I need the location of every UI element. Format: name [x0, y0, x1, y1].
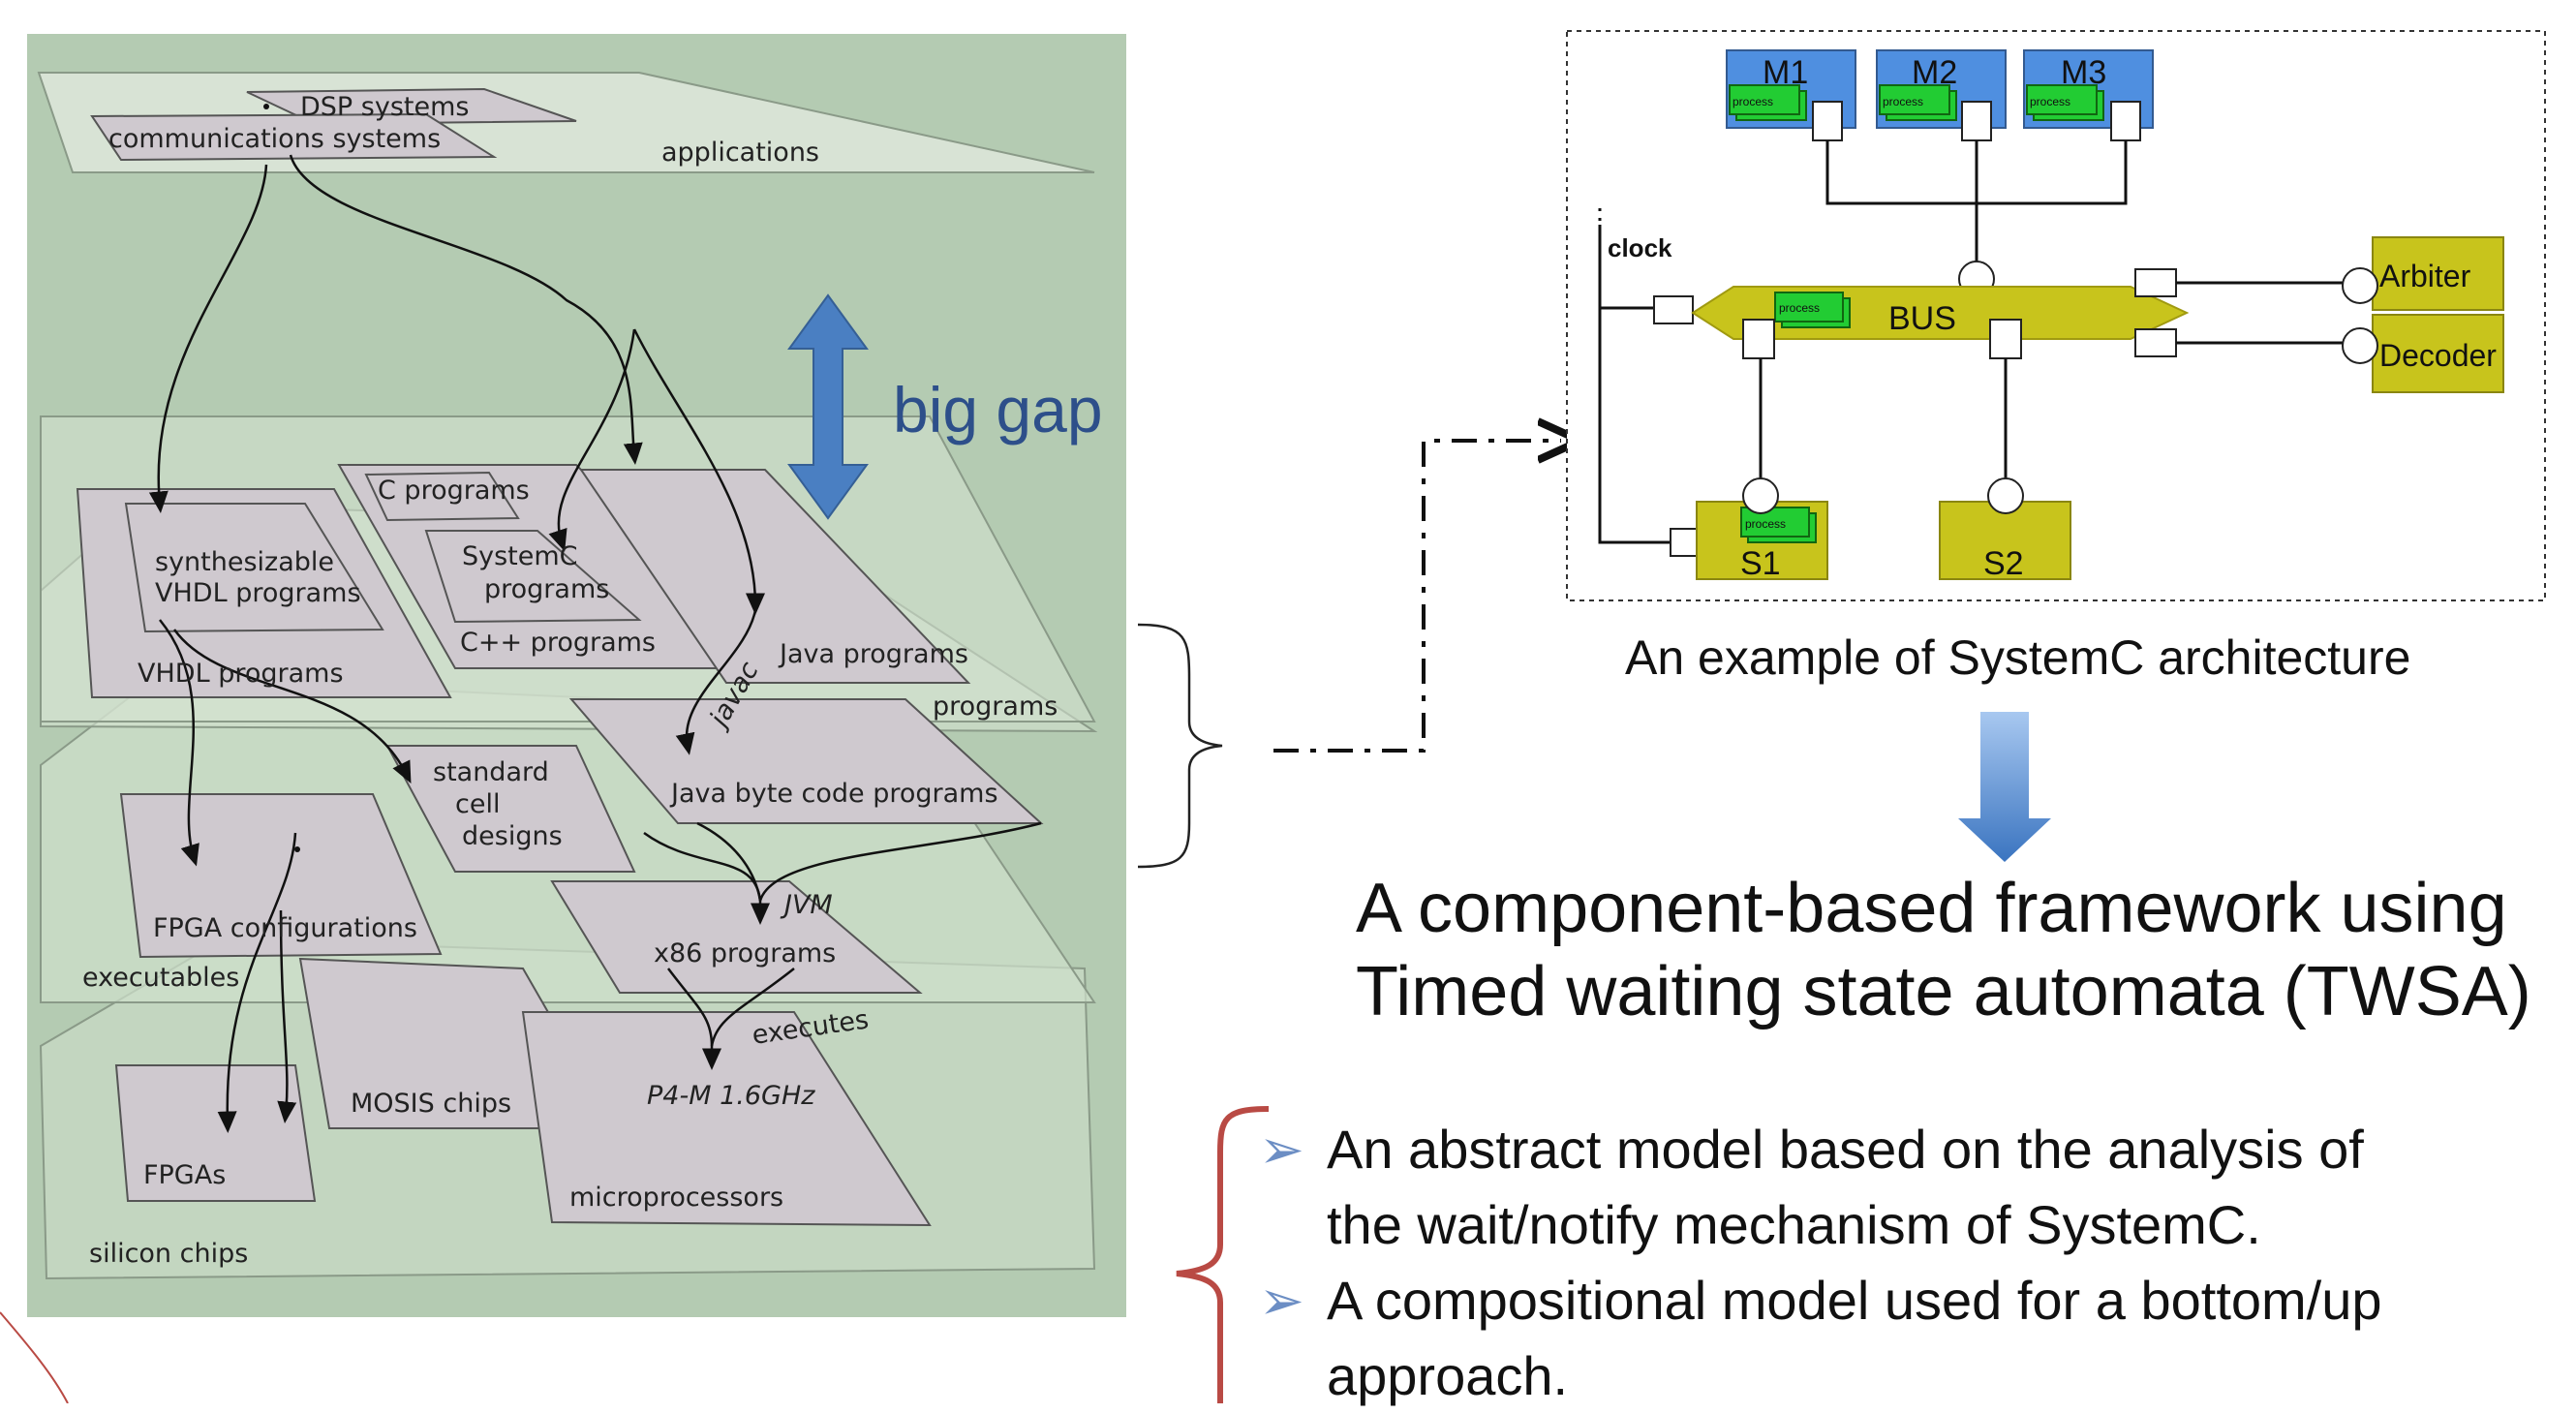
label-cell: cell	[455, 789, 500, 819]
bullet-text: A compositional model used for a bottom/…	[1327, 1270, 2382, 1331]
down-arrow	[1958, 712, 2051, 862]
bullet-item: ➢ An abstract model based on the analysi…	[1259, 1112, 2382, 1263]
label-m2: M2	[1912, 54, 1957, 91]
label-process-m2: process	[1883, 95, 1923, 108]
label-standard: standard	[433, 757, 549, 787]
bus-port-s1	[1742, 319, 1775, 359]
label-applications: applications	[661, 138, 819, 168]
bullets-brace	[1176, 1106, 1270, 1403]
side-wiring	[1759, 281, 2344, 479]
shape-java-programs	[579, 469, 971, 684]
label-s2: S2	[1983, 545, 2024, 582]
label-fpgas: FPGAs	[143, 1160, 226, 1190]
arbiter-port	[2342, 267, 2378, 304]
label-mosis-chips: MOSIS chips	[351, 1089, 511, 1119]
label-decoder: Decoder	[2379, 338, 2497, 373]
label-java-bytecode: Java byte code programs	[669, 779, 998, 809]
big-gap-arrow	[787, 293, 869, 520]
clock-port-bus	[1653, 295, 1694, 324]
label-m3: M3	[2061, 54, 2106, 91]
label-microprocessors: microprocessors	[569, 1183, 783, 1213]
arrow-bullet-icon: ➢	[1259, 1270, 1304, 1331]
label-designs: designs	[462, 821, 563, 851]
label-communications-systems: communications systems	[108, 124, 441, 154]
label-executables: executables	[82, 963, 239, 993]
bus-process	[1774, 292, 1844, 323]
label-p4m: P4-M 1.6GHz	[647, 1081, 815, 1111]
shape-standard-cell	[385, 745, 636, 873]
bullet-text: the wait/notify mechanism of SystemC.	[1327, 1194, 2261, 1255]
bullet-dot	[294, 846, 300, 852]
label-systemc: SystemC	[462, 541, 578, 571]
label-process-m3: process	[2030, 95, 2070, 108]
bullet-list: ➢ An abstract model based on the analysi…	[1259, 1112, 2382, 1414]
label-synth-vhdl: VHDL programs	[155, 578, 361, 608]
framework-line-2: Timed waiting state automata (TWSA)	[1356, 953, 2531, 1030]
label-c-programs: C programs	[378, 476, 530, 506]
architecture-caption: An example of SystemC architecture	[1625, 630, 2411, 685]
label-arbiter: Arbiter	[2379, 259, 2471, 293]
shape-communications-systems	[90, 112, 498, 162]
label-jvm: JVM	[780, 890, 833, 920]
label-cpp-programs: C++ programs	[460, 628, 656, 658]
label-process-bus: process	[1779, 301, 1820, 315]
bus-port-s2	[1989, 319, 2022, 359]
bullet-text: An abstract model based on the analysis …	[1327, 1119, 2364, 1180]
label-process-m1: process	[1733, 95, 1773, 108]
module-m2	[1876, 49, 2007, 141]
decoder-port	[2342, 327, 2378, 364]
flow-arrows	[148, 154, 1042, 1133]
s2-port	[1987, 477, 2024, 514]
label-process-s1: process	[1745, 517, 1786, 531]
shape-synth-vhdl	[124, 503, 384, 633]
shape-microprocessors	[521, 1011, 932, 1227]
bus-port-arbiter	[2134, 268, 2177, 297]
label-vhdl-programs: VHDL programs	[138, 659, 344, 689]
label-x86-programs: x86 programs	[654, 938, 836, 968]
label-java-programs: Java programs	[778, 639, 968, 669]
big-gap-label: big gap	[893, 374, 1103, 446]
label-fpga-configurations: FPGA configurations	[153, 913, 417, 943]
bullet-dot	[263, 104, 269, 109]
shape-fpgas	[114, 1064, 317, 1202]
shape-fpga-configurations	[119, 793, 443, 959]
shape-c-programs	[364, 471, 520, 522]
clock-wiring	[1598, 208, 1685, 544]
label-m1: M1	[1763, 54, 1808, 91]
module-m3	[2023, 49, 2154, 141]
layered-abstraction-diagram: applications programs executables silico…	[27, 34, 1126, 1317]
label-clock: clock	[1608, 233, 1672, 262]
module-arbiter	[2372, 236, 2504, 311]
decorative-arc	[0, 1311, 69, 1403]
label-synthesizable: synthesizable	[155, 547, 334, 577]
arrow-bullet-icon: ➢	[1259, 1119, 1304, 1180]
shape-x86-programs	[550, 880, 923, 994]
dashdot-connector	[1273, 441, 1561, 753]
s1-port	[1742, 477, 1779, 514]
label-dsp-systems: DSP systems	[300, 92, 469, 122]
module-s2	[1939, 501, 2071, 580]
label-s1: S1	[1740, 545, 1781, 582]
framework-heading: A component-based framework using Timed …	[1356, 867, 2531, 1033]
bus-port-decoder	[2134, 328, 2177, 357]
label-silicon-chips: silicon chips	[89, 1239, 248, 1269]
label-systemc-programs: programs	[484, 574, 609, 604]
shape-systemc-programs	[424, 530, 642, 624]
label-programs: programs	[933, 692, 1058, 722]
bullet-item: ➢ A compositional model used for a botto…	[1259, 1263, 2382, 1414]
bullet-text: approach.	[1327, 1345, 1569, 1406]
programs-brace	[1137, 623, 1223, 869]
label-bus: BUS	[1888, 300, 1956, 337]
master-wiring	[1825, 140, 2128, 263]
framework-line-1: A component-based framework using	[1356, 870, 2507, 947]
module-m1	[1726, 49, 1856, 141]
